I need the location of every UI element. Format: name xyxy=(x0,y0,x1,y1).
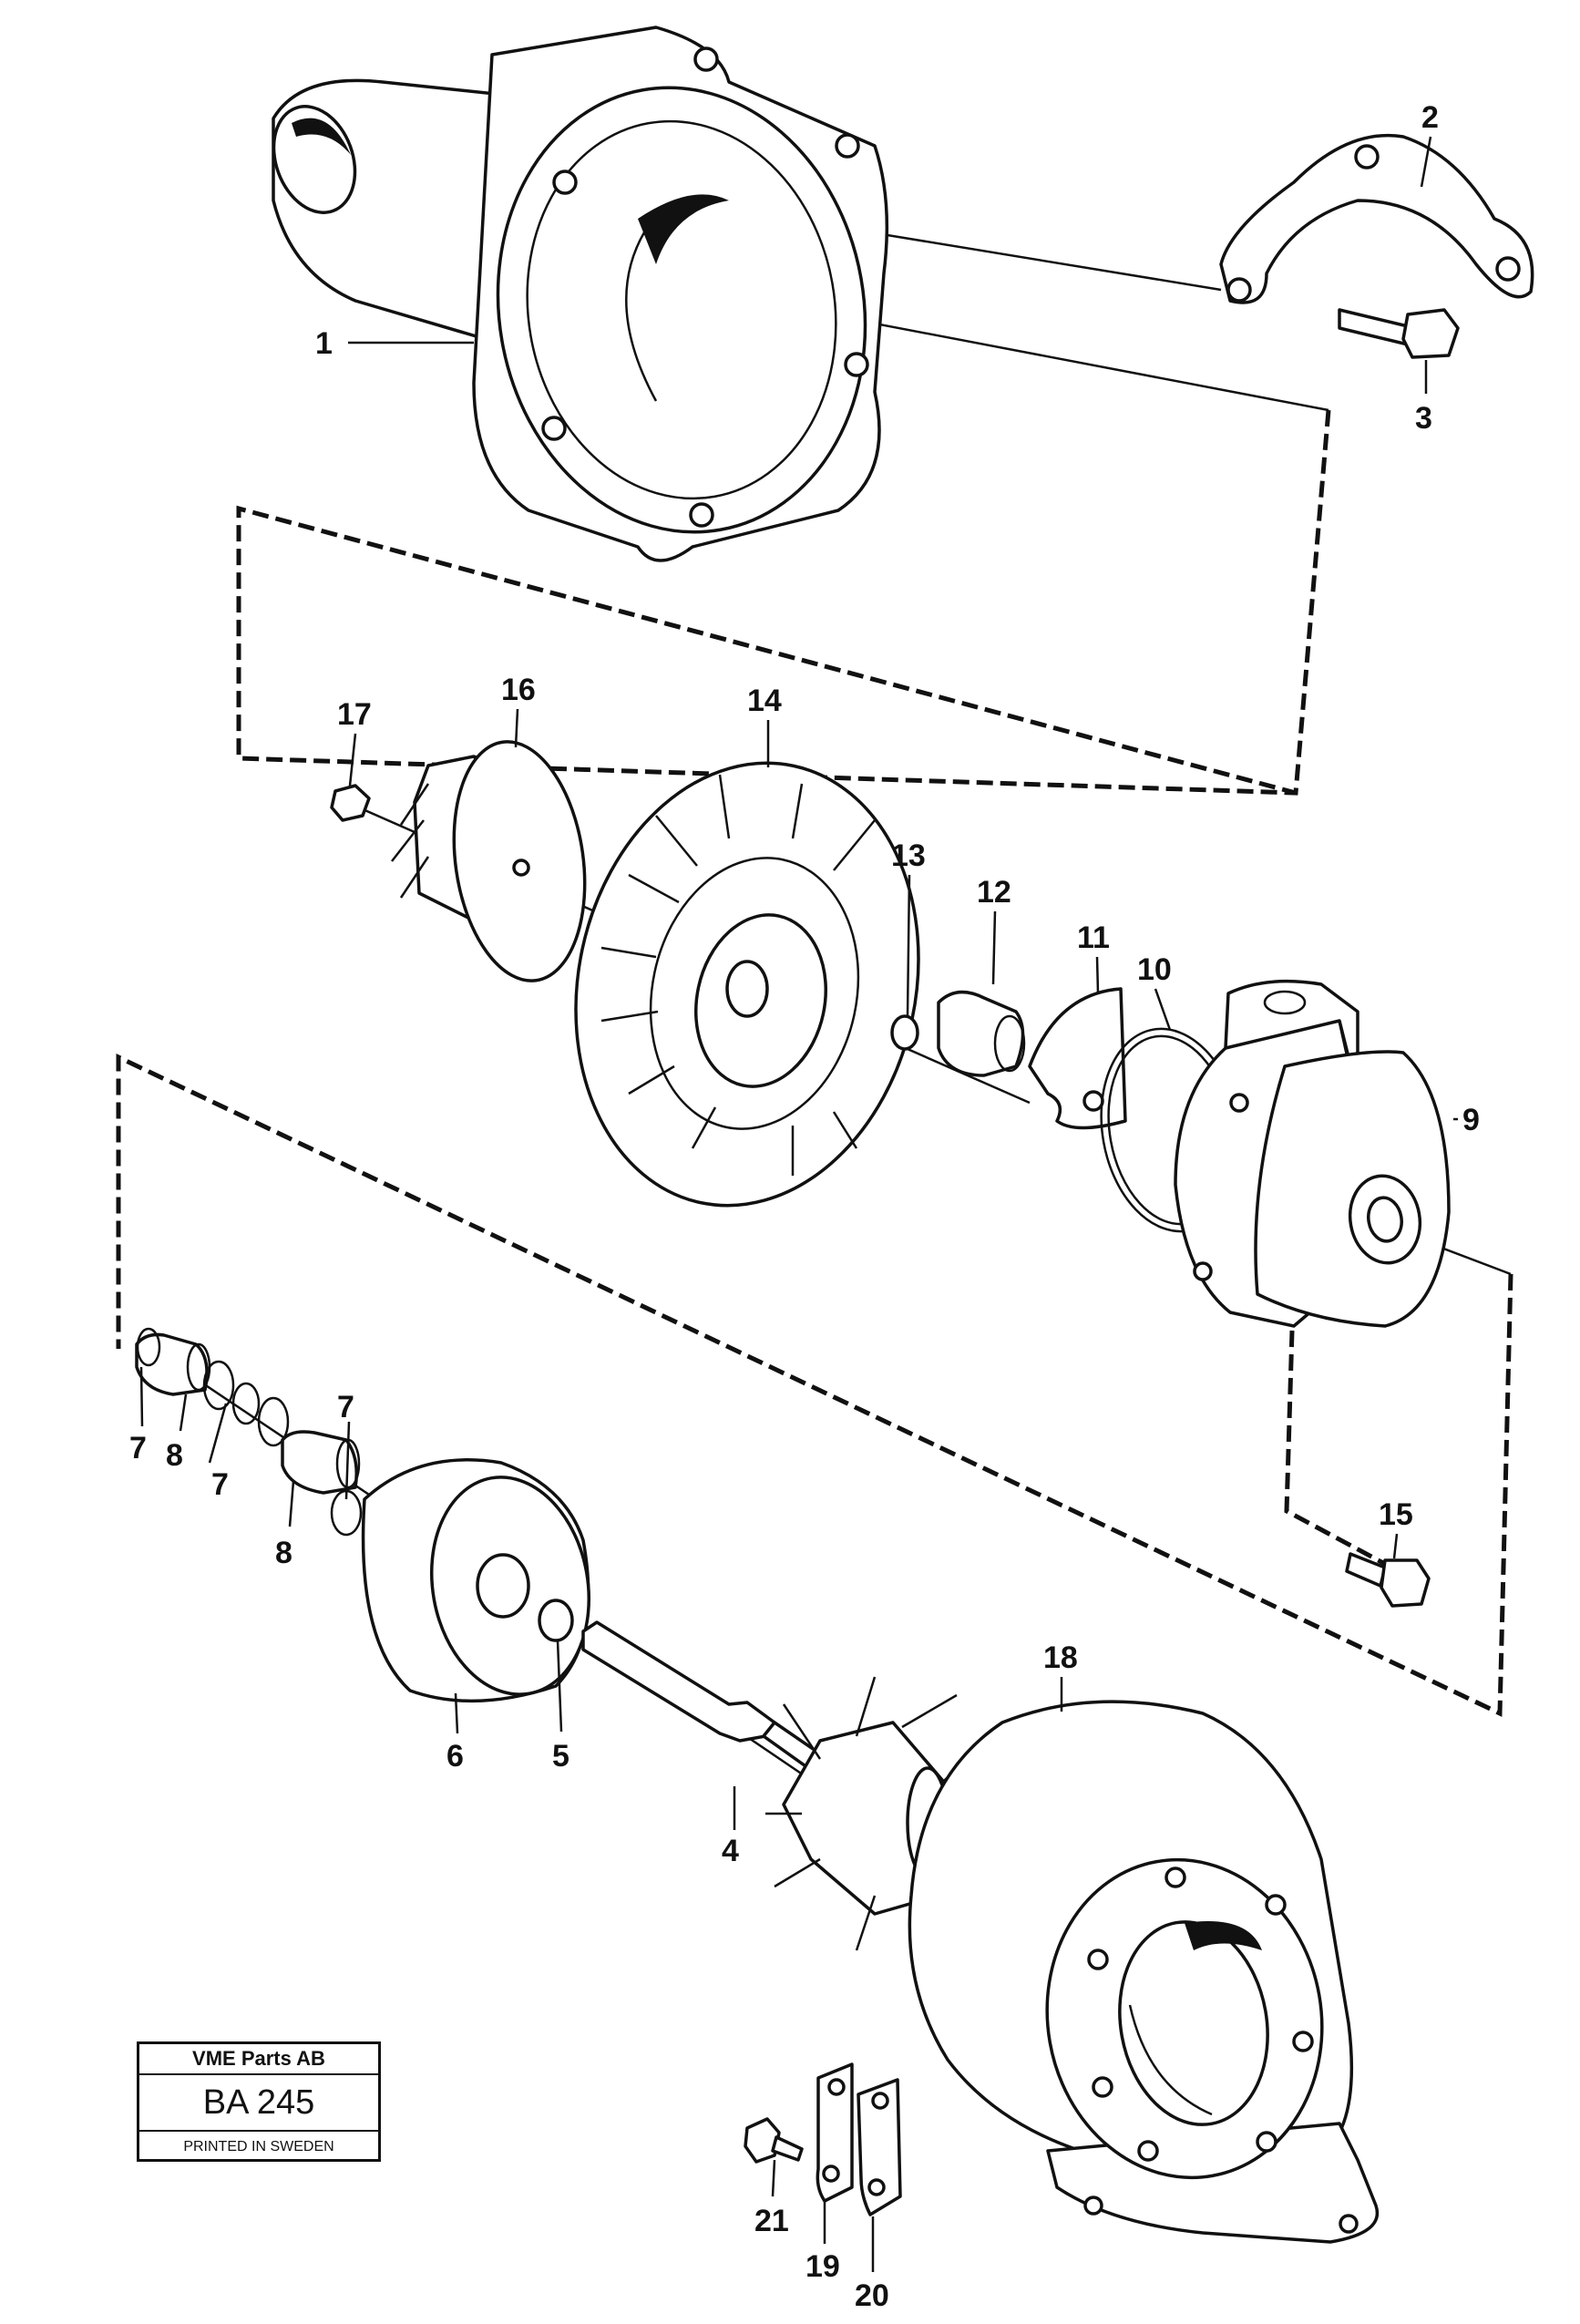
turbine-shaft xyxy=(581,1620,985,1951)
callout-1: 1 xyxy=(315,326,333,361)
callout-12: 12 xyxy=(977,875,1011,910)
turbine-housing xyxy=(908,1700,1380,2244)
callout-5: 5 xyxy=(552,1739,569,1774)
leader-lines xyxy=(139,136,1458,2272)
callout-3: 3 xyxy=(1415,401,1432,436)
stamp-printed: PRINTED IN SWEDEN xyxy=(183,2139,334,2154)
callout-18: 18 xyxy=(1043,1640,1078,1675)
callout-8a: 8 xyxy=(166,1438,183,1473)
callout-9: 9 xyxy=(1462,1103,1480,1137)
callout-7a: 7 xyxy=(129,1431,147,1465)
callout-labels: 1 2 3 4 5 6 7 8 7 8 7 9 10 11 12 13 14 1… xyxy=(129,100,1480,2313)
callout-20: 20 xyxy=(855,2278,889,2313)
callout-13: 13 xyxy=(891,838,926,873)
bolt-3 xyxy=(1338,308,1460,359)
lock-plate xyxy=(1219,133,1534,304)
callout-7b: 7 xyxy=(211,1467,229,1502)
compressor-wheel xyxy=(391,740,587,982)
assembly-guide-bolt15 xyxy=(1284,1330,1387,1567)
publisher-stamp: VME Parts AB BA 245 PRINTED IN SWEDEN xyxy=(137,2041,381,2162)
compressor-housing xyxy=(272,26,889,562)
bearing-housing xyxy=(1174,979,1451,1328)
circlip-set-left xyxy=(136,1327,290,1447)
assembly-guide-lower xyxy=(116,1054,1513,1717)
callout-7c: 7 xyxy=(337,1390,354,1424)
callout-15: 15 xyxy=(1379,1497,1413,1532)
callout-4: 4 xyxy=(722,1834,739,1868)
screw-21 xyxy=(744,2117,804,2164)
locking-plate-20 xyxy=(857,2078,902,2216)
callout-14: 14 xyxy=(747,684,782,718)
stamp-company: VME Parts AB xyxy=(139,2044,378,2075)
callout-17: 17 xyxy=(337,697,372,732)
lock-nut xyxy=(330,784,371,822)
callout-16: 16 xyxy=(501,673,536,707)
callout-21: 21 xyxy=(754,2204,789,2238)
callout-10: 10 xyxy=(1137,952,1172,987)
heat-shield xyxy=(361,1458,591,1703)
bolt-15 xyxy=(1345,1552,1431,1608)
callout-8b: 8 xyxy=(275,1536,292,1570)
piston-ring xyxy=(538,1599,574,1642)
thrust-washer xyxy=(1028,987,1127,1130)
callout-19: 19 xyxy=(805,2249,840,2284)
stamp-code: BA 245 xyxy=(139,2075,378,2132)
o-ring-13 xyxy=(890,1014,919,1051)
callout-6: 6 xyxy=(446,1739,464,1774)
locking-plate-19 xyxy=(816,2062,854,2203)
callout-11: 11 xyxy=(1077,920,1110,955)
diffuser-plate xyxy=(574,761,920,1208)
thrust-collar xyxy=(937,990,1026,1077)
callout-2: 2 xyxy=(1421,100,1439,135)
